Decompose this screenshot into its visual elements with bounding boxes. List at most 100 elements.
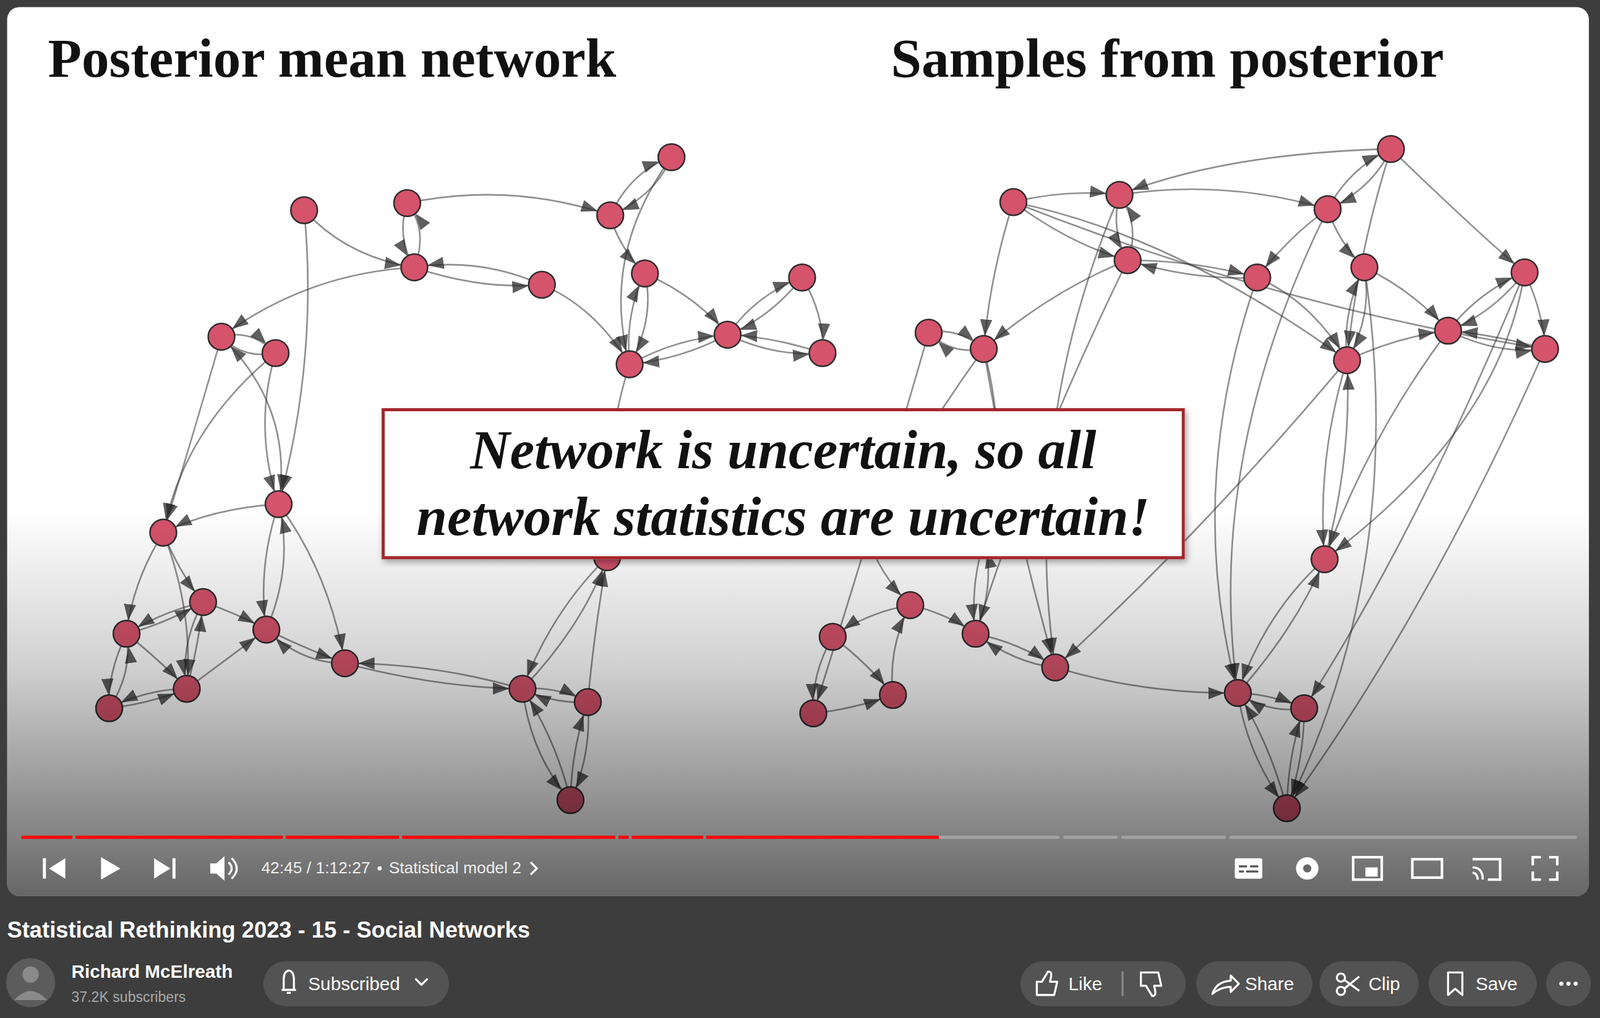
network-vertices (631, 260, 659, 287)
network-vertices (1106, 181, 1134, 209)
channel-avatar (14, 990, 48, 1001)
network-vertices (208, 323, 236, 351)
network-vertices (528, 271, 556, 299)
progress-bar (631, 835, 704, 839)
control-icons (1353, 857, 1382, 880)
network-vertices (1377, 135, 1405, 163)
subscribe-button: Subscribed (263, 961, 450, 1007)
network-edges (1119, 189, 1328, 210)
channel-avatar (6, 958, 56, 1007)
button-icons (1546, 961, 1592, 1007)
network-vertices (1351, 254, 1378, 281)
network-vertices (1511, 259, 1539, 286)
network-edges (1390, 149, 1525, 273)
channel-avatar (6, 958, 56, 1007)
node-text: Subscribed (308, 972, 401, 995)
network-edges (304, 210, 415, 268)
progress-bar (75, 835, 283, 839)
button-icons (1546, 961, 1592, 1007)
control-icons (1296, 857, 1319, 880)
progress-bar (285, 835, 399, 839)
network-edges (1013, 202, 1348, 361)
share-button: Share (1196, 961, 1313, 1007)
progress-bar (1229, 835, 1577, 839)
network-edges (629, 334, 728, 365)
slide-heading: Samples from posterior (890, 30, 1444, 86)
control-icons (1235, 858, 1263, 879)
network-vertices (1531, 335, 1559, 363)
subscriber-count: 37.2K subscribers (71, 987, 187, 1007)
network-vertices (1114, 246, 1142, 274)
network-edges (1347, 149, 1391, 361)
network-vertices (1243, 264, 1271, 291)
progress-bar (21, 835, 1578, 839)
network-vertices (262, 339, 289, 367)
control-icons (42, 858, 46, 879)
control-icons (1303, 864, 1312, 873)
network-edges (1364, 267, 1448, 331)
network-edges (727, 277, 802, 335)
progress-bar (618, 835, 629, 839)
control-icons (231, 858, 237, 879)
control-icons (1246, 870, 1259, 873)
control-icons (172, 858, 176, 879)
control-icons (1249, 865, 1258, 868)
control-icons (100, 857, 120, 880)
network-edges (541, 284, 630, 365)
network-edges (414, 267, 542, 286)
control-icons (210, 855, 225, 881)
node-text: Clip (1368, 972, 1401, 995)
control-icons (42, 855, 1558, 881)
control-icons (530, 862, 537, 875)
node-text: Like (1068, 972, 1103, 995)
button-icons (1573, 981, 1578, 986)
network-vertices (400, 254, 428, 281)
progress-bar (706, 835, 939, 839)
network-edges (983, 202, 1014, 350)
clip-button: Clip (1319, 961, 1419, 1007)
control-icons (1365, 867, 1378, 878)
chapter-name: Statistical model 2 (389, 858, 522, 879)
like-button: Like (1020, 961, 1186, 1007)
network-edges (414, 264, 542, 286)
control-icons (1238, 865, 1247, 868)
network-vertices (915, 319, 942, 346)
network-vertices (788, 264, 816, 291)
callout-box: Network is uncertain, so all network sta… (381, 408, 1186, 560)
progress-bar (21, 835, 73, 839)
network-edges (645, 273, 728, 335)
network-vertices (808, 339, 836, 367)
progress-bar (1063, 835, 1117, 839)
control-icons (154, 858, 171, 879)
network-edges (1013, 192, 1120, 203)
button-icons (1566, 981, 1571, 986)
network-vertices (616, 351, 644, 378)
network-vertices (714, 321, 741, 349)
progress-bar (938, 835, 1060, 839)
network-edges (1257, 209, 1328, 278)
network-edges (727, 277, 802, 335)
network-edges (163, 337, 222, 534)
video-title: Statistical Rethinking 2023 - 15 - Socia… (7, 916, 531, 946)
network-edges (406, 194, 610, 216)
channel-avatar (22, 966, 39, 983)
network-vertices (290, 196, 318, 224)
network-edges (1013, 202, 1545, 350)
network-edges (620, 157, 672, 365)
network-vertices (1000, 188, 1027, 216)
network-edges (163, 353, 276, 533)
save-button: Save (1428, 961, 1537, 1007)
node-text: Save (1475, 972, 1518, 995)
button-icons (281, 970, 1463, 996)
control-icons (1412, 859, 1443, 878)
node-text: Network is uncertain, so all network sta… (400, 417, 1166, 550)
network-edges (1127, 260, 1258, 279)
network-vertices (1334, 346, 1361, 374)
control-icons (1532, 857, 1558, 880)
network-edges (1127, 260, 1258, 278)
network-vertices (1434, 317, 1462, 344)
network-vertices (1314, 196, 1341, 223)
control-icons (1238, 870, 1244, 873)
control-icons (48, 858, 65, 879)
